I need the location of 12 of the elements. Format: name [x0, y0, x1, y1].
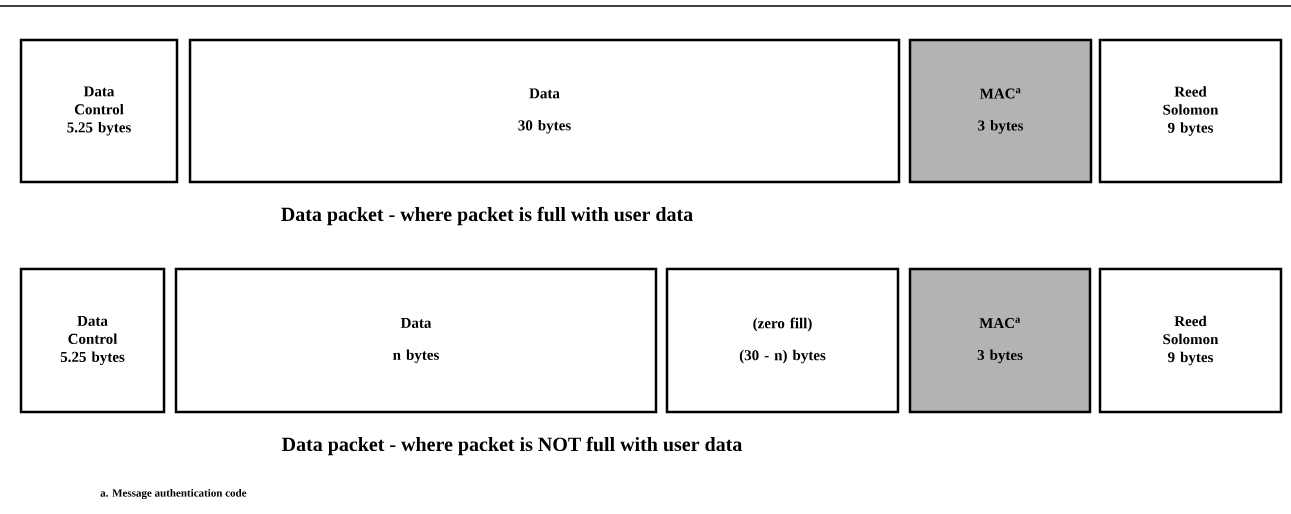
footnote: a. Message authentication code — [100, 488, 247, 499]
field-box: Reed Solomon 9 bytes — [1098, 267, 1283, 414]
field-box: MAC$^{a}$ 3 bytes — [908, 38, 1093, 184]
field-box: Reed Solomon 9 bytes — [1098, 38, 1283, 184]
field-box: (zero fill) (30 - n) bytes — [665, 267, 900, 414]
field-box: Data Control 5.25 bytes — [19, 267, 166, 414]
caption: Data packet - where packet is full with user data — [281, 206, 693, 226]
field-box: MAC$^{a}$ 3 bytes — [908, 267, 1092, 414]
caption: Data packet - where packet is NOT full with user data — [282, 436, 743, 456]
field-box: Data 30 bytes — [188, 38, 901, 184]
field-box: Data Control 5.25 bytes — [19, 38, 179, 184]
field-box: Data n bytes — [174, 267, 658, 414]
